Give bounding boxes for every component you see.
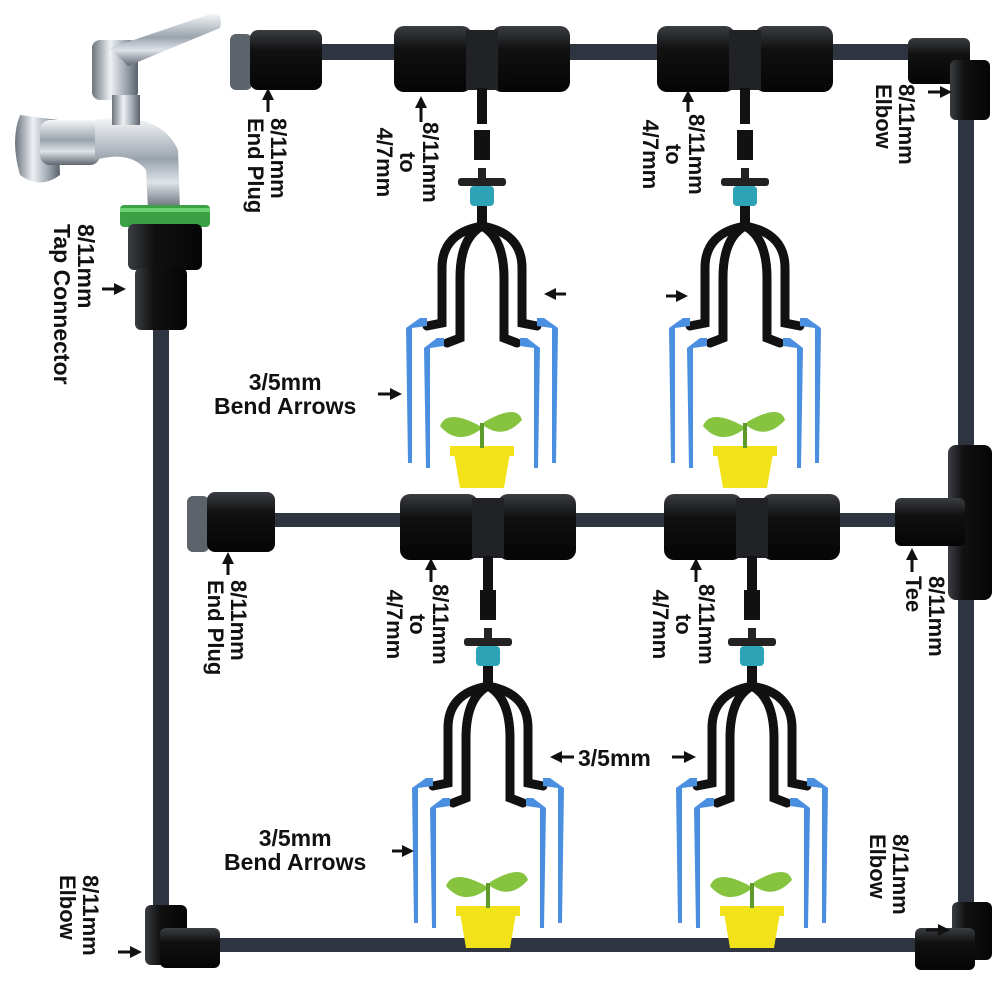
label-elbow-top-right: 8/11mm Elbow: [871, 84, 919, 165]
label-reducer-4: 8/11mm to 4/7mm: [648, 584, 719, 665]
label-reducer-1: 8/11mm to 4/7mm: [372, 122, 443, 203]
label-bend-arrows-top: 3/5mm Bend Arrows: [214, 369, 357, 419]
label-end-plug-top: 8/11mm End Plug: [243, 118, 291, 214]
drip-unit-3: [412, 628, 564, 948]
pointer-arrow-icon: [102, 86, 952, 958]
elbow-bottom-left: [145, 905, 220, 968]
drip-unit-4: [676, 628, 828, 948]
potted-seedling-icon: [440, 411, 522, 488]
label-elbow-bottom-right: 8/11mm Elbow: [865, 834, 913, 915]
label-reducer-3: 8/11mm to 4/7mm: [382, 584, 453, 665]
drip-unit-2: [669, 168, 821, 488]
faucet-icon: [15, 13, 221, 227]
label-tube-size: 3/5mm: [578, 745, 651, 771]
label-bend-arrows-bottom: 3/5mm Bend Arrows: [224, 825, 367, 875]
bend-arrow-dripper-icon: [406, 318, 558, 468]
elbow-bottom-right: [915, 902, 992, 970]
reducer-tee-2: [657, 26, 833, 160]
reducer-tee-1: [394, 26, 570, 160]
reducer-tee-4: [664, 494, 840, 620]
drip-unit-1: [406, 168, 558, 488]
end-plug-top: [230, 30, 322, 90]
label-tap-connector: 8/11mm Tap Connector: [49, 224, 99, 385]
label-end-plug-bottom: 8/11mm End Plug: [203, 580, 251, 676]
label-tee: 8/11mm Tee: [901, 576, 949, 657]
label-reducer-2: 8/11mm to 4/7mm: [638, 114, 709, 195]
end-plug-bottom: [187, 492, 275, 552]
elbow-top-right: [908, 38, 990, 120]
label-elbow-bottom-left: 8/11mm Elbow: [55, 875, 103, 956]
tap-connector: [128, 224, 202, 330]
tee-fitting: [895, 445, 992, 600]
reducer-tee-3: [400, 494, 576, 620]
